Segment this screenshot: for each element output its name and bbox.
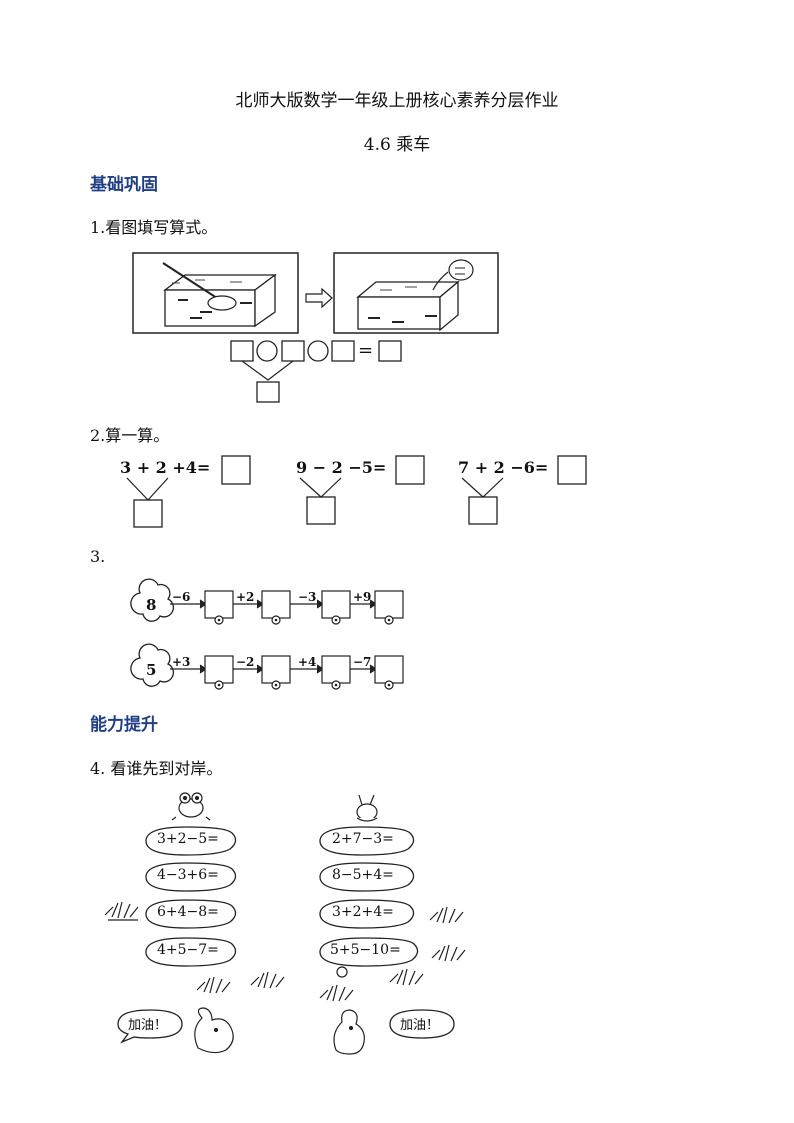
bunny-right-icon [333,1009,365,1055]
answer-box [557,455,587,485]
calc-item-3-expression: 7 + 2 −6= [458,458,549,477]
question-4-label: 4. 看谁先到对岸。 [90,759,223,778]
train-2-op-2: −2 [236,655,255,669]
calc-item-1-expression: 3 + 2 +4= [120,458,211,477]
fish-tank-after-picture [333,252,499,334]
train-1-op-4: +9 [353,590,372,604]
left-equation-3: 6+4−8= [157,904,219,920]
answer-box [468,496,498,525]
equation-boxes [230,340,402,403]
train-1-start-number: 8 [146,596,157,614]
train-1-op-3: −3 [298,590,317,604]
bunny-left-icon [194,1007,234,1054]
train-2-op-4: −7 [353,655,372,669]
answer-box [306,496,336,525]
right-equation-1: 2+7−3= [332,831,394,847]
right-equation-2: 8−5+4= [332,867,394,883]
train-1-op-1: −6 [172,590,191,604]
equals-sign: = [358,340,374,361]
frog-icon [171,792,211,821]
train-1-op-2: +2 [236,590,255,604]
cheer-text-right: 加油！ [400,1018,440,1033]
cheer-text-left: 加油！ [128,1018,168,1033]
answer-box [133,499,163,528]
rabbit-icon [356,794,378,822]
section-basic-heading: 基础巩固 [90,175,158,195]
calc-item-2-expression: 9 − 2 −5= [296,458,387,477]
left-equation-2: 4−3+6= [157,867,219,883]
answer-box [221,455,251,485]
right-arrow-icon [305,287,333,309]
train-2-op-1: +3 [172,655,191,669]
question-1-label: 1.看图填写算式。 [90,218,218,237]
question-3-label: 3. [90,547,106,566]
right-equation-4: 5+5−10= [330,942,401,958]
lesson-subtitle: 4.6 乘车 [363,135,431,155]
section-advanced-heading: 能力提升 [90,715,158,735]
question-2-label: 2.算一算。 [90,426,170,445]
page-title: 北师大版数学一年级上册核心素养分层作业 [235,91,559,111]
answer-box [395,455,425,485]
left-equation-1: 3+2−5= [157,831,219,847]
fish-tank-before-picture [132,252,299,334]
train-2-start-number: 5 [146,661,157,679]
left-equation-4: 4+5−7= [157,942,219,958]
right-equation-3: 3+2+4= [332,904,394,920]
train-2-op-3: +4 [298,655,317,669]
